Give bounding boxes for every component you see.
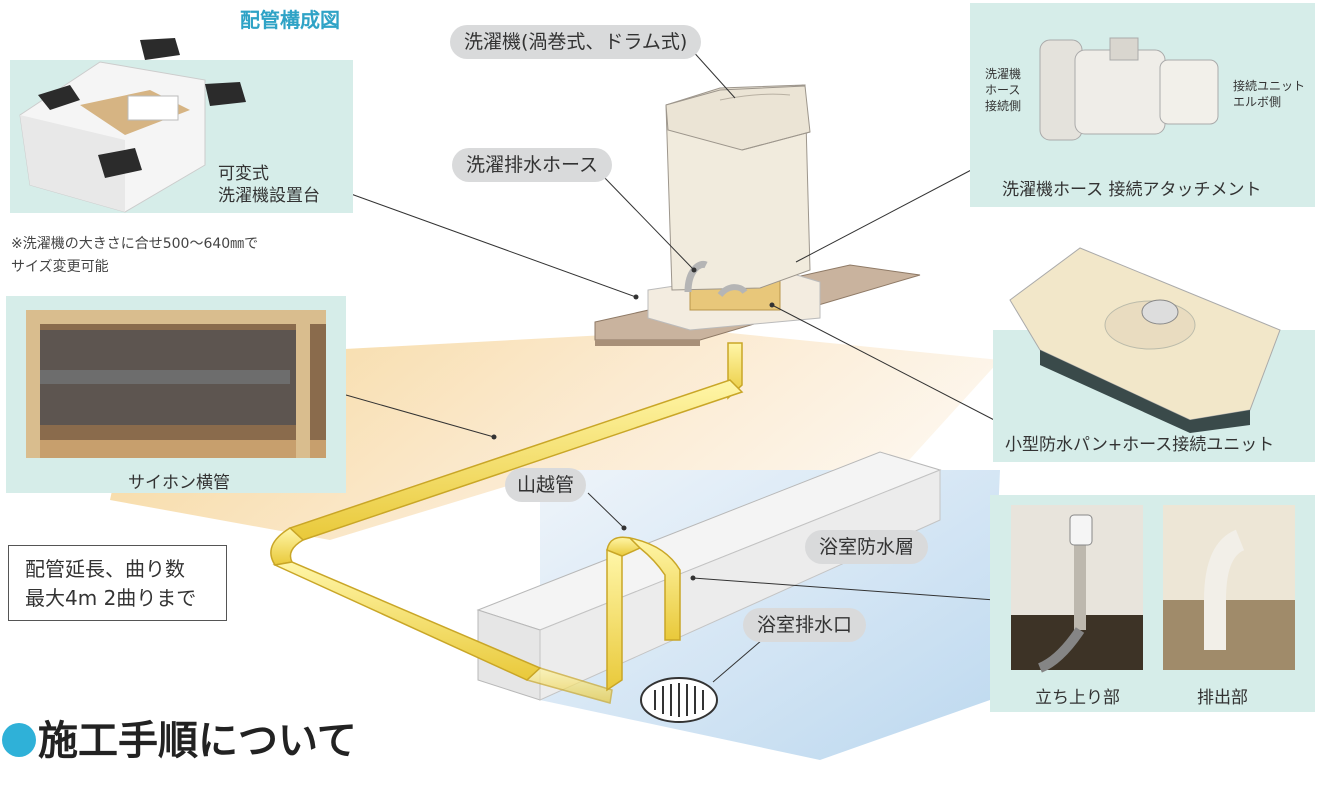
stand-caption-line2: 洗濯機設置台 xyxy=(218,186,320,206)
stand-note-line1: ※洗濯機の大きさに合せ500〜640㎜で xyxy=(11,236,259,252)
stand-photo xyxy=(19,38,246,213)
attachment-left-line1: 洗濯機 xyxy=(985,67,1022,81)
pipe-to-step xyxy=(525,667,613,704)
pipe-yamakoshi-up xyxy=(606,549,623,692)
outlet-exit-caption: 排出部 xyxy=(1197,688,1248,708)
outlet-photo-exit xyxy=(1163,505,1295,670)
siphon-caption: サイホン横管 xyxy=(128,473,230,493)
attachment-left-line2: ホース xyxy=(985,83,1021,97)
bath-drain-label: 浴室排水口 xyxy=(743,608,867,642)
diagram-title: 配管構成図 xyxy=(240,8,340,32)
attachment-right-label: 接続ユニット エルボ側 xyxy=(1233,78,1305,110)
bath-waterproof-label: 浴室防水層 xyxy=(805,530,929,564)
pan-photo xyxy=(1009,247,1281,433)
outlet-rise-caption: 立ち上り部 xyxy=(1035,688,1120,708)
bullet-dot-icon xyxy=(2,723,36,757)
attachment-left-line3: 接続側 xyxy=(985,99,1022,113)
pipe-yamakoshi-horizontal xyxy=(627,536,681,641)
attachment-right-line2: エルボ側 xyxy=(1233,95,1282,109)
section-heading: 施工手順について xyxy=(2,708,357,766)
yamakoshi-label: 山越管 xyxy=(505,468,587,502)
washer-label: 洗濯機(渦巻式、ドラム式) xyxy=(450,25,702,59)
stand-caption: 可変式 洗濯機設置台 xyxy=(218,163,320,207)
pan-caption: 小型防水パン+ホース接続ユニット xyxy=(1005,435,1275,455)
spec-box: 配管延長、曲り数 最大4m 2曲りまで xyxy=(8,545,227,621)
attachment-right-line1: 接続ユニット xyxy=(1233,79,1306,93)
stand-note-line2: サイズ変更可能 xyxy=(11,259,109,275)
attachment-left-label: 洗濯機 ホース 接続側 xyxy=(985,66,1021,114)
section-heading-text: 施工手順について xyxy=(38,718,357,764)
stand-note: ※洗濯機の大きさに合せ500〜640㎜で サイズ変更可能 xyxy=(11,233,258,279)
attachment-photo xyxy=(1039,37,1219,141)
outlet-photo-rise xyxy=(1011,505,1143,673)
spec-line1: 配管延長、曲り数 xyxy=(25,557,185,581)
spec-line2: 最大4m 2曲りまで xyxy=(25,586,197,610)
attachment-caption: 洗濯機ホース 接続アタッチメント xyxy=(1002,180,1262,200)
siphon-photo xyxy=(26,310,326,458)
drain-hose-label: 洗濯排水ホース xyxy=(452,148,613,182)
stand-caption-line1: 可変式 xyxy=(218,164,269,184)
washer-model xyxy=(665,84,811,291)
